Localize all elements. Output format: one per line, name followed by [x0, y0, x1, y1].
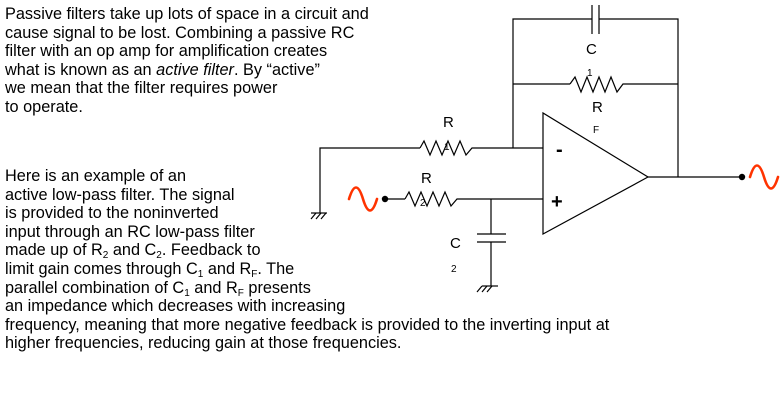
- intro-paragraph: Passive filters take up lots of space in…: [5, 5, 369, 117]
- subscript: 1: [184, 287, 190, 299]
- ground-symbol-left: [310, 212, 327, 220]
- wire-c1-left: [512, 18, 592, 148]
- output-terminal-dot[interactable]: [738, 173, 746, 181]
- example-line-4: input through an RC low-pass filter: [5, 222, 255, 241]
- intro-line-4-start: what is known as an: [5, 60, 157, 79]
- intro-line-6: to operate.: [5, 97, 83, 116]
- c1-subscript: 1: [587, 68, 593, 79]
- subscript: 2: [102, 250, 109, 262]
- example-line-8: an impedance which decreases with increa…: [5, 297, 346, 316]
- text-seg: . Feedback to: [161, 241, 261, 260]
- text-seg: presents: [243, 278, 311, 297]
- text-seg: . The: [257, 259, 295, 278]
- text-seg: and C: [108, 241, 157, 260]
- c2-label: C: [450, 235, 461, 252]
- subscript: F: [237, 287, 244, 299]
- subscript: F: [251, 268, 258, 280]
- text-seg: and R: [189, 278, 238, 297]
- example-line-7: parallel combination of C1 and RF presen…: [5, 278, 609, 299]
- intro-line-5: we mean that the filter requires power: [5, 79, 278, 98]
- input-signal-sine-icon: [347, 186, 379, 212]
- example-line-9: frequency, meaning that more negative fe…: [5, 315, 610, 334]
- r1-subscript: 1: [444, 142, 450, 153]
- example-line-6: limit gain comes through C1 and RF. The: [5, 259, 609, 280]
- op-amp-triangle: [542, 111, 650, 236]
- example-line-10: higher frequencies, reducing gain at tho…: [5, 334, 402, 353]
- text-seg: and R: [203, 259, 252, 278]
- r2-subscript: 2: [420, 198, 426, 209]
- intro-line-4: what is known as an active filter. By “a…: [5, 61, 369, 80]
- example-paragraph: Here is an example of an active low-pass…: [5, 167, 609, 353]
- example-line-5: made up of R2 and C2. Feedback to: [5, 241, 609, 262]
- output-path: [648, 164, 780, 190]
- inverting-input-sign: -: [556, 139, 563, 161]
- rf-feedback-branch: [513, 75, 678, 94]
- text-seg: made up of R: [5, 241, 103, 260]
- op-amp: - +: [542, 111, 650, 236]
- ground-symbol-c2: [476, 285, 498, 293]
- c1-label: C: [586, 41, 597, 58]
- subscript: 2: [156, 250, 162, 262]
- c1-feedback-branch: [512, 5, 679, 177]
- r2-resistor: [404, 190, 463, 208]
- r1-resistor: [419, 139, 478, 157]
- wire-c1-right: [599, 18, 679, 177]
- r1-label: R: [443, 114, 454, 131]
- intro-line-4-end: . By “active”: [233, 60, 320, 79]
- active-filter-term: active filter: [156, 60, 234, 79]
- intro-line-2: cause signal to be lost. Combining a pas…: [5, 23, 355, 42]
- example-line-2: active low-pass filter. The signal: [5, 185, 235, 204]
- example-line-1: Here is an example of an: [5, 167, 187, 185]
- text-seg: parallel combination of C: [5, 278, 185, 297]
- intro-line-1: Passive filters take up lots of space in…: [5, 5, 369, 23]
- output-signal-sine-icon: [748, 164, 780, 190]
- wire-r1-ground-side: [319, 147, 420, 213]
- rf-label: R: [592, 99, 603, 116]
- noninverting-input-path: [347, 186, 543, 293]
- text-seg: limit gain comes through C: [5, 259, 198, 278]
- inverting-input-path: [310, 139, 543, 220]
- rf-subscript: F: [593, 125, 599, 136]
- subscript: 1: [197, 268, 204, 280]
- noninverting-input-sign: +: [551, 191, 563, 213]
- example-line-3: is provided to the noninverted: [5, 204, 219, 223]
- intro-line-3: filter with an op amp for amplification …: [5, 42, 328, 61]
- rf-resistor: [569, 75, 628, 94]
- r2-label: R: [421, 170, 432, 187]
- c2-subscript: 2: [451, 264, 457, 275]
